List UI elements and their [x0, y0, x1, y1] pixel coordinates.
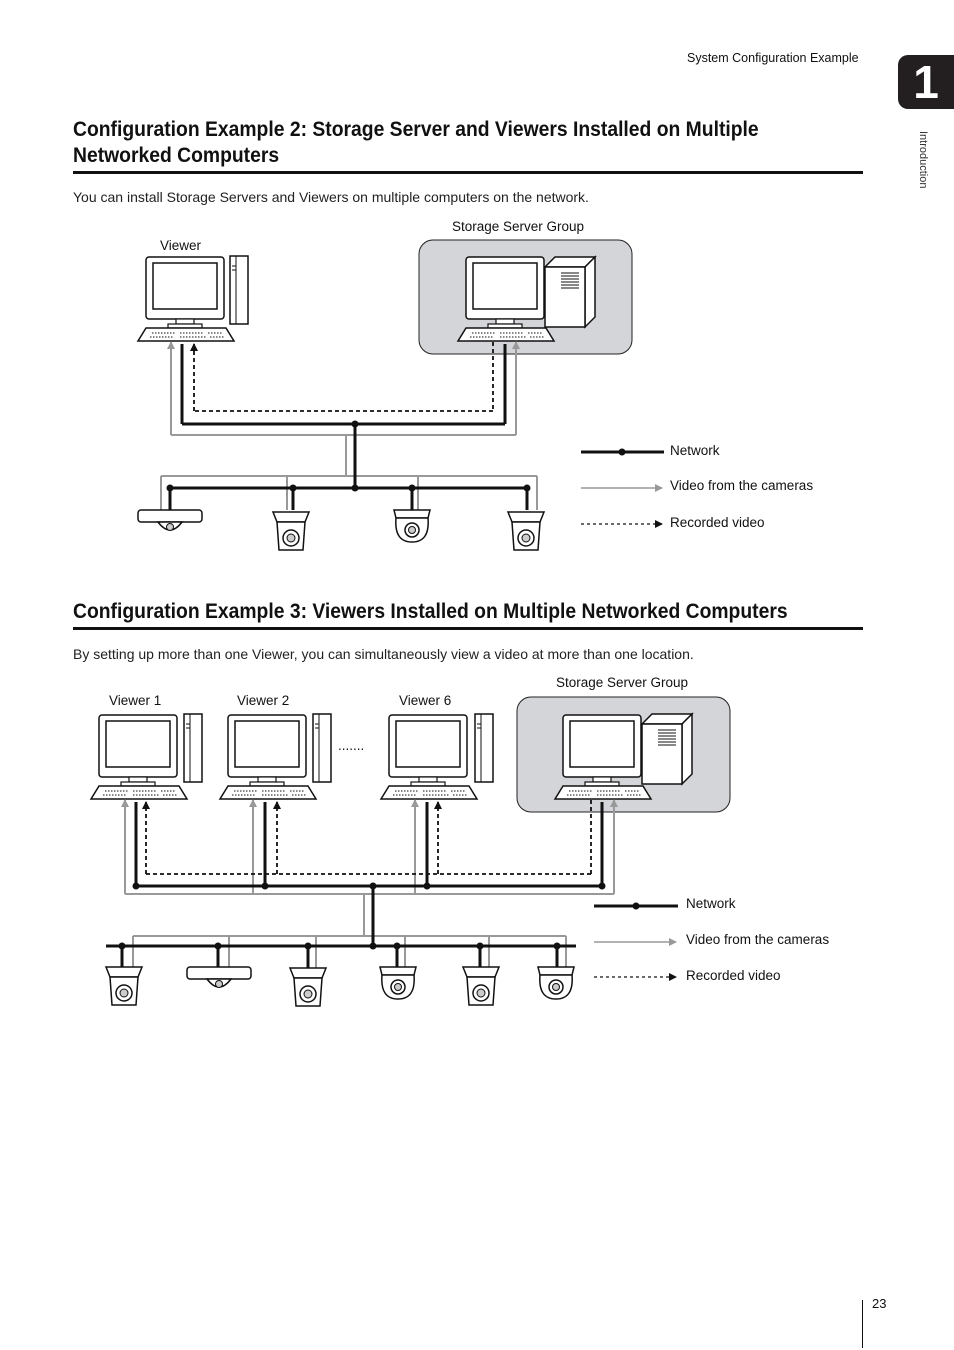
- d2-viewer2-label: Viewer 2: [237, 693, 289, 708]
- d1-storage-group-label: Storage Server Group: [452, 219, 584, 234]
- section3-title: Configuration Example 3: Viewers Install…: [73, 600, 788, 623]
- d2-legend-network: Network: [686, 896, 736, 911]
- d2-viewer6-tower: [474, 713, 494, 783]
- d2-viewer2-tower: [312, 713, 332, 783]
- d2-viewer2-computer: [219, 714, 317, 800]
- d2-legend-video: Video from the cameras: [686, 932, 829, 947]
- d2-storage-server: [641, 713, 693, 785]
- d2-viewer6-label: Viewer 6: [399, 693, 451, 708]
- d1-viewer-computer: [137, 256, 235, 342]
- d2-camera-ptz-1: [105, 966, 143, 1006]
- d2-network-nodes: [118, 882, 606, 950]
- d1-viewer-tower: [229, 255, 249, 325]
- d2-viewer1-computer: [90, 714, 188, 800]
- page-number: 23: [872, 1296, 887, 1311]
- d1-viewer-label: Viewer: [160, 238, 202, 253]
- d2-camera-ptz-2: [289, 967, 327, 1007]
- d1-storage-server: [544, 256, 596, 328]
- d1-storage-computer: [457, 256, 555, 342]
- section3-description: By setting up more than one Viewer, you …: [73, 646, 694, 662]
- d1-legend-network: Network: [670, 443, 720, 458]
- page-number-rule: [862, 1300, 863, 1348]
- d2-ellipsis: .......: [338, 738, 364, 753]
- d2-recorded-lines: [142, 800, 592, 875]
- d2-video-lines: [121, 799, 618, 968]
- d2-legend-recorded: Recorded video: [686, 968, 781, 983]
- chapter-tab: 1: [898, 55, 954, 109]
- d2-storage-computer: [554, 714, 652, 800]
- d1-video-lines: [160, 341, 538, 510]
- d1-camera-flat: [137, 509, 203, 532]
- d2-camera-dome-2: [537, 966, 575, 1000]
- running-head: System Configuration Example: [687, 51, 859, 65]
- d1-network-lines: [168, 344, 529, 510]
- d2-camera-dome-1: [379, 966, 417, 1000]
- d2-network-lines: [106, 802, 604, 968]
- section2-title: Configuration Example 2: Storage Server …: [73, 118, 759, 167]
- d1-legend-recorded: Recorded video: [670, 515, 765, 530]
- d1-network-nodes: [166, 420, 531, 492]
- d1-camera-ptz-1: [272, 511, 310, 551]
- section2-rule: [73, 171, 863, 174]
- d2-viewer6-computer: [380, 714, 478, 800]
- d1-legend-video: Video from the cameras: [670, 478, 813, 493]
- section2-description: You can install Storage Servers and View…: [73, 189, 589, 205]
- chapter-label: Introduction: [917, 131, 929, 189]
- d2-viewer1-tower: [183, 713, 203, 783]
- d1-recorded-lines: [190, 342, 494, 412]
- d2-storage-group-label: Storage Server Group: [556, 675, 688, 690]
- d1-camera-dome: [393, 509, 431, 543]
- d1-camera-ptz-2: [507, 511, 545, 551]
- d2-viewer1-label: Viewer 1: [109, 693, 161, 708]
- d2-camera-ptz-3: [462, 966, 500, 1006]
- section3-rule: [73, 627, 863, 630]
- d2-camera-flat: [186, 966, 252, 989]
